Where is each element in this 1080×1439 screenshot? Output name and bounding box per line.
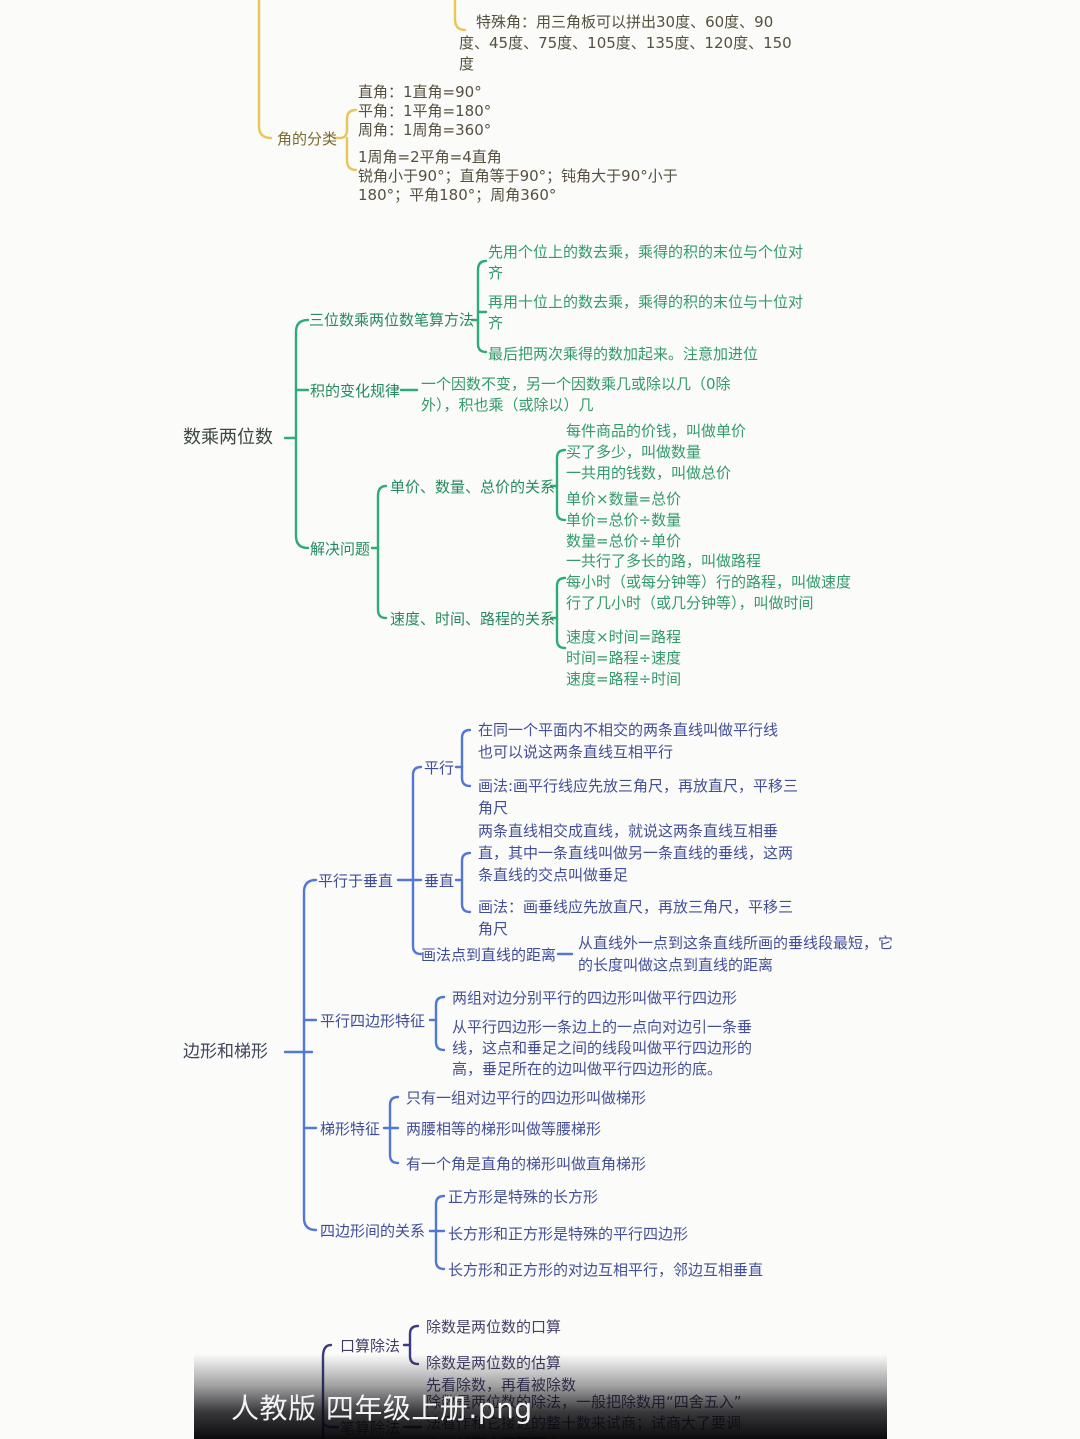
node-speed-formulas: 速度×时间=路程 时间=路程÷速度 速度=路程÷时间 bbox=[566, 628, 682, 688]
node-speed-definitions: 一共行了多长的路，叫做路程 每小时（或每分钟等）行的路程，叫做速度 行了几小时（… bbox=[566, 552, 852, 612]
node-trapezoid-definition: 只有一组对边平行的四边形叫做梯形 bbox=[406, 1089, 647, 1107]
node-perpendicular: 垂直 bbox=[424, 872, 455, 890]
filename-overlay: 人教版 四年级上册.png bbox=[231, 1392, 533, 1425]
angle-branch-lines bbox=[257, 0, 467, 172]
node-angle-relations: 1周角=2平角=4直角 锐角小于90°；直角等于90°；钝角大于90°小于 18… bbox=[358, 148, 678, 204]
node-product-rule-text: 一个因数不变，另一个因数乘几或除以几（0除 外），积也乘（或除以）几 bbox=[421, 375, 731, 414]
quadrilateral-branch-lines bbox=[283, 728, 574, 1271]
node-opposite-sides: 长方形和正方形的对边互相平行，邻边互相垂直 bbox=[448, 1261, 764, 1279]
node-price-definitions: 每件商品的价钱，叫做单价 买了多少，叫做数量 一共用的钱数，叫做总价 bbox=[566, 422, 747, 482]
player-overlay-gradient bbox=[194, 1354, 887, 1439]
node-oral-division: 口算除法 bbox=[340, 1337, 401, 1355]
node-product-rule: 积的变化规律 bbox=[310, 382, 401, 400]
node-parallelogram-definition: 两组对边分别平行的四边形叫做平行四边形 bbox=[452, 989, 738, 1007]
node-square-rectangle: 正方形是特殊的长方形 bbox=[448, 1188, 599, 1206]
node-parallelogram-height: 从平行四边形一条边上的一点向对边引一条垂 线，这点和垂足之间的线段叫做平行四边形… bbox=[452, 1018, 753, 1078]
node-point-line-distance: 画法点到直线的距离 bbox=[421, 946, 557, 964]
node-angle-types: 直角：1直角=90° 平角：1平角=180° 周角：1周角=360° bbox=[358, 83, 492, 139]
node-price-relation: 单价、数量、总价的关系 bbox=[390, 478, 556, 496]
node-special-angles: 特殊角：用三角板可以拼出30度、60度、90 度、45度、75度、105度、13… bbox=[459, 13, 792, 73]
node-price-formulas: 单价×数量=总价 单价=总价÷数量 数量=总价÷单价 bbox=[566, 490, 682, 550]
node-speed-relation: 速度、时间、路程的关系 bbox=[390, 610, 556, 628]
node-perpendicular-drawing: 画法：画垂线应先放直尺，再放三角尺，平移三 角尺 bbox=[478, 898, 794, 938]
node-quadrilateral-root: 边形和梯形 bbox=[183, 1042, 268, 1062]
node-quadrilateral-relations: 四边形间的关系 bbox=[320, 1222, 426, 1240]
node-problem-solving: 解决问题 bbox=[310, 540, 371, 558]
node-isosceles-trapezoid: 两腰相等的梯形叫做等腰梯形 bbox=[406, 1120, 602, 1138]
node-perpendicular-definition: 两条直线相交成直线，就说这两条直线互相垂 直，其中一条直线叫做另一条直线的垂线，… bbox=[478, 822, 794, 884]
node-angle-classification: 角的分类 bbox=[277, 130, 338, 148]
node-written-method: 三位数乘两位数笔算方法 bbox=[309, 311, 475, 329]
node-parallel-perpendicular: 平行于垂直 bbox=[318, 872, 394, 890]
node-parallel: 平行 bbox=[424, 759, 455, 777]
node-written-method-step3: 最后把两次乘得的数加起来。注意加进位 bbox=[488, 345, 759, 363]
node-right-trapezoid: 有一个角是直角的梯形叫做直角梯形 bbox=[406, 1155, 647, 1173]
node-written-method-step2: 再用十位上的数去乘，乘得的积的末位与十位对 齐 bbox=[488, 293, 804, 332]
node-parallel-drawing: 画法:画平行线应先放三角尺，再放直尺，平移三 角尺 bbox=[478, 777, 799, 817]
node-parallelogram-features: 平行四边形特征 bbox=[320, 1012, 426, 1030]
node-trapezoid-features: 梯形特征 bbox=[320, 1120, 381, 1138]
node-rectangle-parallelogram: 长方形和正方形是特殊的平行四边形 bbox=[448, 1225, 689, 1243]
node-oral-division-1: 除数是两位数的口算 bbox=[426, 1318, 562, 1336]
multiplication-branch-lines bbox=[283, 259, 567, 650]
node-point-line-distance-text: 从直线外一点到这条直线所画的垂线段最短，它 的长度叫做这点到直线的距离 bbox=[578, 934, 894, 974]
node-written-method-step1: 先用个位上的数去乘，乘得的积的末位与个位对 齐 bbox=[488, 243, 804, 282]
node-multiplication-root: 数乘两位数 bbox=[183, 427, 273, 448]
node-parallel-definition: 在同一个平面内不相交的两条直线叫做平行线 也可以说这两条直线互相平行 bbox=[478, 721, 779, 761]
